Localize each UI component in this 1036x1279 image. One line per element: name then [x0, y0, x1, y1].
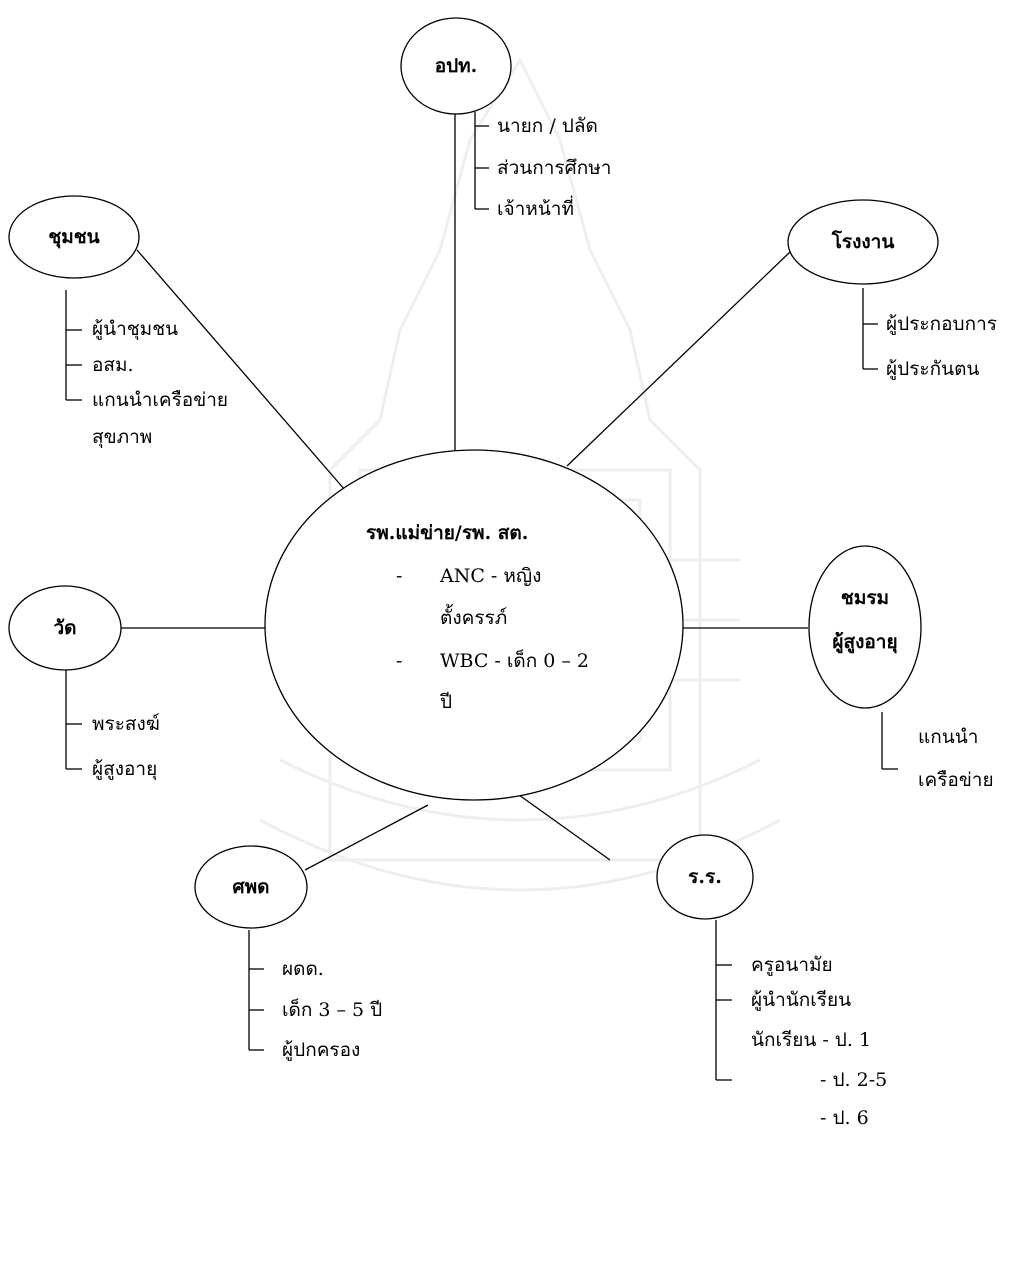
school-item: ครูอนามัย: [751, 954, 833, 976]
link-childcenter: [304, 804, 429, 871]
node-childcenter: [194, 845, 308, 929]
opt-item: นายก / ปลัด: [497, 115, 598, 137]
center-bullet1-dash: -: [396, 565, 403, 587]
school-item: - ป. 6: [820, 1107, 869, 1129]
node-factory-title: โรงงาน: [831, 231, 895, 253]
node-factory: [787, 199, 939, 285]
community-item: อสม.: [92, 354, 134, 376]
node-community-title: ชุมชน: [48, 226, 100, 248]
center-bullet1-line1: ANC - หญิง: [440, 565, 542, 587]
childcenter-item: ผู้ปกครอง: [282, 1039, 361, 1061]
community-item: สุขภาพ: [92, 426, 153, 448]
center-title: รพ.แม่ข่าย/รพ. สต.: [366, 522, 529, 544]
elderly-club-item: เครือข่าย: [918, 769, 994, 791]
node-school-title: ร.ร.: [688, 866, 722, 888]
node-childcenter-title: ศพด: [232, 876, 270, 898]
opt-item: ส่วนการศึกษา: [497, 157, 612, 179]
school-item: - ป. 2-5: [820, 1069, 888, 1091]
link-community: [136, 249, 346, 491]
node-temple: [8, 585, 122, 671]
center-bullet2-line2: ปี: [440, 691, 453, 713]
center-bullet2-dash: -: [396, 650, 403, 672]
center-bullet2-line1: WBC - เด็ก 0 – 2: [440, 650, 590, 672]
node-opt-title: อปท.: [434, 55, 478, 77]
school-item: ผู้นำนักเรียน: [751, 989, 852, 1011]
childcenter-item: เด็ก 3 – 5 ปี: [282, 999, 383, 1021]
temple-item: ผู้สูงอายุ: [92, 758, 158, 780]
temple-item: พระสงฆ์: [92, 713, 160, 735]
link-school: [511, 789, 611, 861]
factory-item: ผู้ประกันตน: [886, 358, 980, 380]
node-school: [656, 834, 754, 920]
school-item: นักเรียน - ป. 1: [751, 1029, 872, 1051]
node-elderly-club-title-line2: ผู้สูงอายุ: [832, 631, 898, 653]
node-elderly-club: [808, 545, 922, 709]
opt-item: เจ้าหน้าที่: [497, 198, 575, 220]
elderly-club-item: แกนนำ: [918, 726, 979, 748]
node-temple-title: วัด: [53, 617, 77, 639]
factory-item: ผู้ประกอบการ: [886, 313, 997, 335]
center-node: [264, 449, 684, 801]
community-item: แกนนำเครือข่าย: [92, 389, 229, 411]
node-elderly-club-title-line1: ชมรม: [840, 587, 890, 609]
node-opt: [400, 17, 512, 115]
community-item: ผู้นำชุมชน: [92, 318, 179, 340]
link-factory: [566, 251, 791, 467]
center-bullet1-line2: ตั้งครรภ์: [440, 607, 508, 629]
node-community: [8, 195, 140, 279]
childcenter-item: ผดด.: [282, 958, 324, 980]
